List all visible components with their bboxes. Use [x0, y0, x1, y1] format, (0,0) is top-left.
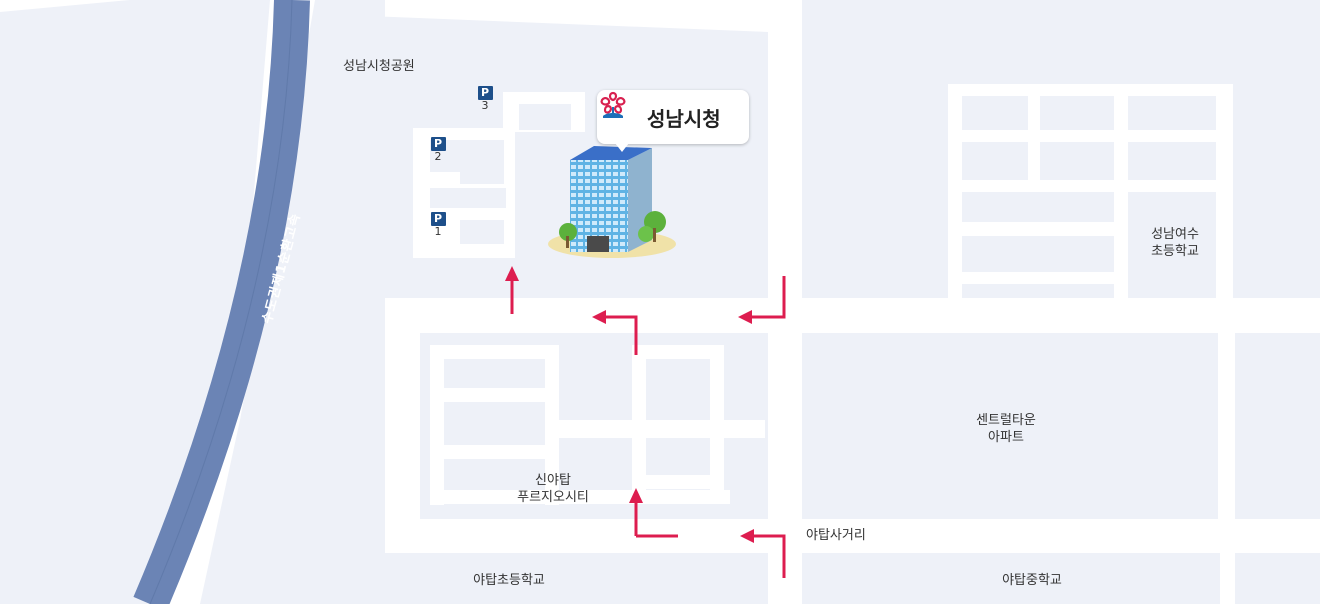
park-label: 성남시청공원 [343, 59, 415, 74]
direction-arrows [510, 276, 786, 578]
parking-1: P 1 [427, 212, 449, 238]
east-buildings [948, 84, 1233, 298]
parking-icon: P [477, 86, 493, 100]
central-town-label: 센트럴타운 아파트 [976, 412, 1036, 446]
parking-number: 1 [434, 225, 442, 238]
parking-number: 3 [481, 99, 489, 112]
block-east-bottom [1235, 553, 1320, 604]
shinyatap-label: 신야탑 푸르지오시티 [517, 472, 589, 506]
label-line: 성남여수 [1151, 227, 1199, 242]
block-middle [802, 553, 1220, 604]
elementary-school-label: 야탑초등학교 [473, 573, 545, 588]
intersection-label: 야탑사거리 [806, 528, 866, 543]
label-line: 센트럴타운 [976, 413, 1036, 428]
yeosu-school-label: 성남여수 초등학교 [1151, 226, 1199, 260]
block-central-town [802, 333, 1218, 519]
block-far-east [1238, 0, 1320, 298]
city-hall-marker[interactable]: 성남시청 [597, 90, 749, 152]
city-hall-building [548, 146, 676, 258]
label-line: 아파트 [988, 430, 1024, 445]
city-emblem-icon [600, 91, 626, 118]
label-line: 신야탑 [535, 473, 571, 488]
city-hall-title: 성남시청 [647, 107, 721, 131]
parking-icon: P [430, 212, 446, 226]
parking-2: P 2 [427, 137, 449, 163]
parking-3: P 3 [474, 86, 496, 112]
block-east-mid [1235, 333, 1320, 519]
label-line: 초등학교 [1151, 244, 1199, 259]
parking-icon: P [430, 137, 446, 151]
label-line: 푸르지오시티 [517, 490, 589, 505]
block-highway-east [200, 0, 385, 604]
middle-school-label: 야탑중학교 [1002, 573, 1062, 588]
shinyatap-roads [430, 345, 765, 505]
highway-edge [149, 0, 293, 604]
block-city-hall [318, 0, 768, 298]
arrow-heads [505, 266, 754, 543]
block-elementary [385, 553, 768, 604]
parking-number: 2 [434, 150, 442, 163]
